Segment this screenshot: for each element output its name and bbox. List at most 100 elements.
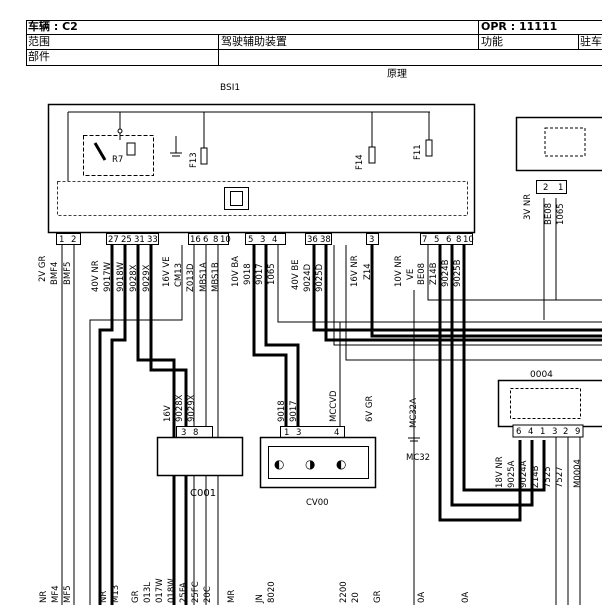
svg-text:2V GR: 2V GR xyxy=(38,255,48,282)
svg-text:MR: MR xyxy=(227,590,237,603)
part-label: 部件 xyxy=(28,50,50,63)
scope-label: 范围 xyxy=(28,35,50,48)
svg-text:JN: JN xyxy=(255,594,265,604)
c001-name: C001 xyxy=(190,488,216,499)
svg-text:GR: GR xyxy=(373,590,383,603)
rt-pin-1: 1 xyxy=(558,183,563,193)
svg-text:1065: 1065 xyxy=(267,263,277,285)
svg-text:10V NR: 10V NR xyxy=(394,255,404,287)
svg-text:36: 36 xyxy=(307,235,318,245)
svg-text:16V: 16V xyxy=(163,405,173,422)
svg-text:8: 8 xyxy=(213,235,218,245)
svg-text:7: 7 xyxy=(422,235,427,245)
scope-value: 驾驶辅助装置 xyxy=(221,35,287,48)
svg-text:2200: 2200 xyxy=(339,581,349,603)
opr-label: OPR : 11111 xyxy=(481,20,558,33)
svg-text:16V VE: 16V VE xyxy=(162,256,172,287)
relay-label: R7 xyxy=(112,155,123,165)
svg-text:9029X: 9029X xyxy=(187,394,197,422)
svg-text:MBS1B: MBS1B xyxy=(211,262,221,292)
m0004-name: 0004 xyxy=(530,370,553,380)
svg-text:Z14B: Z14B xyxy=(429,262,439,285)
svg-text:6: 6 xyxy=(446,235,451,245)
svg-text:3: 3 xyxy=(369,235,374,245)
svg-text:NR: NR xyxy=(39,591,49,603)
svg-text:4: 4 xyxy=(334,428,339,438)
svg-text:MC32A: MC32A xyxy=(409,398,419,428)
svg-text:MBS1A: MBS1A xyxy=(199,262,209,292)
header-table: 车辆 : C2 OPR : 11111 范围 驾驶辅助装置 功能 驻车 部件 xyxy=(0,0,602,66)
svg-text:Z013D: Z013D xyxy=(186,263,196,292)
svg-text:M13: M13 xyxy=(111,585,121,603)
rt-conn-label: 3V NR xyxy=(523,194,533,220)
svg-text:013L: 013L xyxy=(143,582,153,603)
svg-text:40V NR: 40V NR xyxy=(91,260,101,292)
header-grid xyxy=(26,20,602,66)
svg-text:MF5: MF5 xyxy=(63,585,73,603)
svg-text:MCCVD: MCCVD xyxy=(329,390,339,422)
svg-text:27: 27 xyxy=(108,235,119,245)
headlight-icon: ◑ xyxy=(305,457,316,471)
svg-text:M0004: M0004 xyxy=(573,459,583,488)
svg-text:4: 4 xyxy=(528,427,533,437)
svg-text:25FA: 25FA xyxy=(179,582,189,603)
svg-text:9024D: 9024D xyxy=(303,263,313,292)
svg-text:GR: GR xyxy=(131,590,141,603)
svg-text:9028X: 9028X xyxy=(129,264,139,292)
bsi1-module: BSI1 R7 F13 F14 F11 xyxy=(47,83,476,234)
svg-text:6: 6 xyxy=(203,235,208,245)
svg-text:1: 1 xyxy=(284,428,289,438)
svg-text:10: 10 xyxy=(463,235,474,245)
svg-text:9018: 9018 xyxy=(277,400,287,422)
svg-text:9018: 9018 xyxy=(243,263,253,285)
bsi1-name: BSI1 xyxy=(220,83,240,93)
svg-text:9029X: 9029X xyxy=(142,264,152,292)
svg-text:MF4: MF4 xyxy=(51,585,61,603)
svg-text:BMF5: BMF5 xyxy=(63,262,73,285)
rt-pin-2: 2 xyxy=(543,183,548,193)
svg-text:20C: 20C xyxy=(203,586,213,603)
diagram-title: 原理 xyxy=(387,68,407,80)
svg-text:8020: 8020 xyxy=(267,581,277,603)
svg-text:3: 3 xyxy=(552,427,557,437)
svg-text:VE: VE xyxy=(406,269,416,280)
wires-thin xyxy=(61,198,602,605)
fuse-f14: F14 xyxy=(355,154,365,170)
svg-text:25FC: 25FC xyxy=(191,581,201,603)
svg-text:018W: 018W xyxy=(167,578,177,603)
component-c001: 16V 9028X 9029X 3 8 C001 xyxy=(156,394,244,499)
ground-mc32: MC32A MC32 xyxy=(406,398,430,463)
svg-text:Z14B: Z14B xyxy=(531,465,541,488)
bsi-connectors xyxy=(56,233,473,245)
svg-text:9018W: 9018W xyxy=(116,261,126,292)
svg-text:31: 31 xyxy=(134,235,145,245)
svg-text:0A: 0A xyxy=(461,592,471,603)
svg-text:7525: 7525 xyxy=(543,466,553,488)
function-label: 功能 xyxy=(481,35,503,48)
svg-text:CM13: CM13 xyxy=(174,263,184,287)
svg-text:BE08: BE08 xyxy=(417,263,427,285)
svg-text:33: 33 xyxy=(147,235,158,245)
function-value: 驻车 xyxy=(580,35,602,48)
svg-text:8: 8 xyxy=(193,428,198,438)
svg-text:Z14: Z14 xyxy=(363,263,373,280)
svg-text:6V GR: 6V GR xyxy=(365,395,375,422)
svg-text:9028X: 9028X xyxy=(175,394,185,422)
cv00-name: CV00 xyxy=(306,498,329,508)
svg-text:017W: 017W xyxy=(155,578,165,603)
svg-text:40V BE: 40V BE xyxy=(291,259,301,290)
bsi-wire-labels: 2V GR BMF4 BMF5 40V NR 9017W 9018W 9028X… xyxy=(38,255,463,292)
rear-fog-icon: ◐ xyxy=(336,457,346,471)
fuse-f13: F13 xyxy=(189,152,199,168)
svg-text:9024B: 9024B xyxy=(441,259,451,287)
fog-light-icon: ◐ xyxy=(274,457,284,471)
svg-text:9017W: 9017W xyxy=(103,261,113,292)
svg-text:2: 2 xyxy=(71,235,76,245)
svg-text:1: 1 xyxy=(59,235,64,245)
svg-text:2: 2 xyxy=(563,427,568,437)
svg-text:9025A: 9025A xyxy=(507,460,517,488)
svg-text:10: 10 xyxy=(220,235,231,245)
component-0004: 0004 6 4 1 3 2 9 18V NR 9025A 9024A Z14B… xyxy=(495,370,602,605)
svg-text:6: 6 xyxy=(516,427,521,437)
svg-text:4: 4 xyxy=(272,235,277,245)
